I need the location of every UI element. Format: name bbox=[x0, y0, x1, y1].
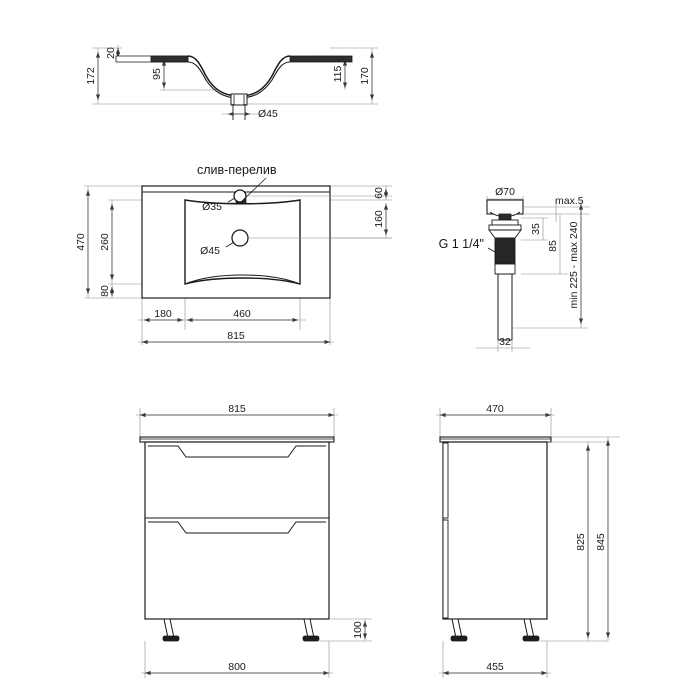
front-foot-left bbox=[162, 635, 180, 642]
side-foot-rear bbox=[522, 635, 540, 642]
dim-valve-cap-dia-70: Ø70 bbox=[495, 186, 515, 198]
plan-bowl-front-curve bbox=[184, 274, 301, 285]
side-countertop bbox=[439, 436, 552, 443]
front-handle-lower bbox=[148, 521, 326, 534]
view-drain-valve: Ø70 G 1 1/4" max.5 bbox=[439, 186, 590, 352]
plan-drain-hole-45 bbox=[231, 229, 249, 247]
dim-section-rim-20: 20 bbox=[105, 47, 117, 59]
valve-tube-dim bbox=[476, 340, 530, 352]
dim-plan-front-80: 80 bbox=[99, 285, 111, 297]
dim-plan-drain-dia-45: Ø45 bbox=[200, 245, 220, 257]
leader-tap-hole bbox=[227, 197, 236, 203]
dim-plan-width-815: 815 bbox=[227, 330, 245, 342]
dim-valve-35: 35 bbox=[530, 223, 542, 235]
view-cabinet-side: 470 825 bbox=[436, 403, 620, 678]
dim-valve-85: 85 bbox=[547, 240, 559, 252]
side-drawer-front-upper bbox=[442, 442, 449, 519]
view-basin-plan: слив-перелив Ø35 Ø45 470 260 80 60 160 1… bbox=[75, 163, 392, 345]
valve-35-dim bbox=[521, 217, 548, 241]
dim-section-bowl-95: 95 bbox=[151, 68, 163, 80]
leader-thread-label bbox=[487, 247, 498, 254]
leader-overflow-callout bbox=[241, 177, 267, 202]
front-leg-left bbox=[163, 618, 175, 639]
side-leg-rear bbox=[523, 618, 535, 639]
valve-washer-1 bbox=[491, 219, 519, 226]
side-foot-front bbox=[450, 635, 468, 642]
side-leg-front bbox=[451, 618, 463, 639]
dim-section-right-115: 115 bbox=[332, 65, 344, 82]
dim-section-drain-dia-45: Ø45 bbox=[258, 108, 278, 120]
front-leg-right bbox=[303, 618, 315, 639]
dim-plan-bowl-460: 460 bbox=[233, 308, 251, 320]
plan-tap-hole-35 bbox=[233, 189, 247, 203]
valve-gap-dim bbox=[523, 200, 590, 222]
leader-drain-hole bbox=[225, 241, 235, 248]
dim-plan-band-160: 160 bbox=[373, 210, 385, 228]
callout-sliv-pereliv: слив-перелив bbox=[197, 163, 277, 177]
dim-side-total-845: 845 bbox=[595, 533, 607, 551]
front-leg-dim-lines bbox=[319, 618, 372, 642]
dim-plan-left-180: 180 bbox=[154, 308, 172, 320]
dim-valve-length-range: min 225 - max 240 bbox=[568, 221, 580, 308]
dim-front-base-800: 800 bbox=[228, 661, 246, 673]
valve-flange bbox=[488, 224, 522, 231]
dim-valve-tube-32: 32 bbox=[499, 336, 511, 348]
side-cabinet-body bbox=[442, 441, 548, 620]
dim-plan-tap-dia-35: Ø35 bbox=[202, 201, 222, 213]
dim-front-width-815: 815 bbox=[228, 403, 246, 415]
label-thread-g114: G 1 1/4" bbox=[439, 237, 484, 251]
front-cabinet-body bbox=[144, 441, 330, 620]
dim-plan-back-60: 60 bbox=[373, 187, 385, 199]
plan-dim-arrows bbox=[85, 189, 389, 345]
front-countertop bbox=[139, 436, 335, 443]
valve-85-dim bbox=[521, 215, 568, 275]
dim-side-base-455: 455 bbox=[486, 661, 504, 673]
section-dim-arrows bbox=[95, 48, 375, 100]
dim-valve-gap-max5: max.5 bbox=[555, 195, 584, 207]
valve-body bbox=[486, 199, 524, 341]
dim-side-body-825: 825 bbox=[575, 533, 587, 551]
basin-section-body bbox=[115, 55, 353, 120]
view-basin-section: 172 20 95 115 170 Ø45 bbox=[85, 45, 378, 120]
side-drawer-front-lower bbox=[442, 519, 449, 619]
dim-plan-depth-470: 470 bbox=[75, 233, 87, 251]
valve-tailpipe bbox=[497, 273, 513, 341]
side-legs bbox=[450, 618, 540, 642]
valve-cap bbox=[486, 199, 524, 215]
dim-section-total-170: 170 bbox=[359, 67, 371, 85]
front-foot-right bbox=[302, 635, 320, 642]
dim-side-depth-470: 470 bbox=[486, 403, 504, 415]
front-legs bbox=[162, 618, 320, 642]
valve-thread-body bbox=[494, 237, 516, 265]
dim-section-height-172: 172 bbox=[85, 67, 97, 85]
dim-front-leg-100: 100 bbox=[352, 621, 364, 639]
valve-stem bbox=[498, 213, 512, 221]
view-cabinet-front: 815 100 bbox=[136, 403, 372, 678]
valve-nut bbox=[494, 263, 516, 275]
valve-flange-taper bbox=[488, 229, 522, 239]
front-handle-upper bbox=[148, 445, 326, 458]
dim-plan-bowl-260: 260 bbox=[99, 233, 111, 251]
